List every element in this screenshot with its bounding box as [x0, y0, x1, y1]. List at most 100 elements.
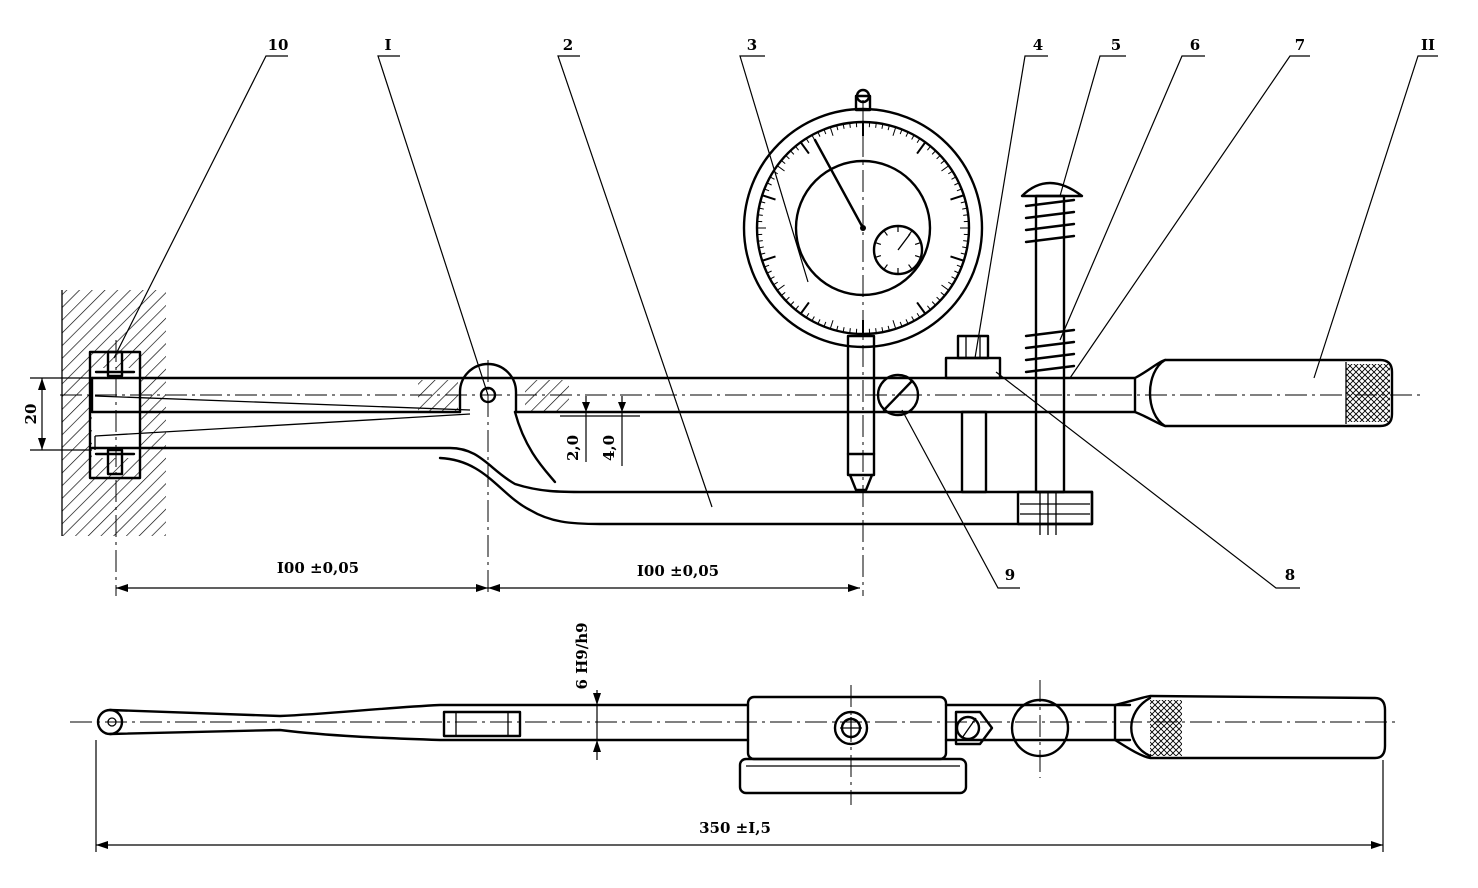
dial-tick	[757, 214, 763, 216]
dial-tick	[875, 328, 877, 334]
measuring-pins	[94, 350, 136, 476]
dial-tick	[911, 316, 915, 322]
dial-tick	[948, 281, 953, 286]
callout-6: 6	[1190, 36, 1200, 54]
dim-100-right-label: I00 ±0,05	[637, 562, 719, 580]
dial-tick	[836, 325, 839, 331]
dial-tick	[892, 127, 897, 136]
dimension-350: 350 ±I,5	[95, 740, 1384, 852]
dial-tick	[899, 321, 903, 327]
dial-tick	[761, 194, 776, 201]
dial-tick	[931, 150, 936, 155]
dial-tick	[766, 270, 772, 274]
handle-II	[1133, 358, 1394, 428]
dial-tick	[781, 291, 786, 296]
dial-tick	[963, 214, 969, 216]
subdial-tick	[908, 264, 913, 270]
top-view: 20 2,0 4,0 I00 ±0,05 I00 ±0,05	[22, 36, 1438, 596]
dial-tick	[960, 201, 966, 204]
subdial-tick	[883, 264, 888, 270]
subdial-tick	[883, 230, 888, 236]
dial-tick	[785, 155, 790, 160]
subdial-tick	[914, 254, 922, 258]
dial-tick	[805, 313, 810, 318]
dial-tick	[911, 134, 915, 140]
dial-tick	[811, 316, 815, 322]
dial-tick	[926, 305, 931, 310]
subdial-tick	[874, 242, 882, 246]
dial-tick	[776, 165, 785, 172]
dimension-20: 20	[22, 377, 92, 451]
dial-tick	[758, 207, 764, 210]
lower-lever-2	[90, 410, 1094, 526]
dial-tick	[795, 146, 800, 151]
callout-2: 2	[563, 36, 573, 54]
dial-tick	[769, 176, 775, 180]
dial-tick	[916, 138, 921, 143]
dial-tick	[963, 240, 969, 242]
dial-tick	[941, 165, 950, 172]
callout-II: II	[1421, 36, 1435, 54]
callout-5: 5	[1111, 36, 1121, 54]
dial-tick	[940, 291, 945, 296]
dial-tick	[776, 284, 785, 291]
dial-tick	[764, 264, 770, 268]
callout-10: 10	[268, 36, 289, 54]
callout-8: 8	[1285, 566, 1295, 584]
subdial-tick	[914, 242, 922, 246]
dial-tick	[936, 155, 941, 160]
dial-tick	[881, 327, 884, 333]
dial-tick	[916, 141, 927, 155]
dial-tick	[931, 301, 936, 306]
dial-tick	[823, 129, 827, 135]
callout-3: 3	[747, 36, 757, 54]
dial-tick	[842, 123, 845, 129]
dial-tick	[790, 150, 795, 155]
dial-tick	[757, 240, 763, 242]
indicator-housing	[738, 695, 968, 795]
dial-tick	[766, 182, 772, 186]
dial-tick	[817, 131, 821, 137]
dim-350-label: 350 ±I,5	[699, 819, 771, 837]
dim-2-0-label: 2,0	[564, 435, 582, 461]
dial-tick	[899, 129, 903, 135]
dial-tick	[842, 327, 845, 333]
dial-tick	[962, 246, 968, 249]
dial-tick	[951, 176, 957, 180]
dial-tick	[881, 123, 884, 129]
dial-tick	[823, 321, 827, 327]
dial-tick	[760, 201, 766, 204]
dial-tick	[769, 276, 775, 280]
callout-9: 9	[1005, 566, 1015, 584]
dial-tick	[758, 246, 764, 249]
dim-4-0-label: 4,0	[600, 435, 618, 461]
dial-tick	[916, 301, 927, 315]
dial-tick	[829, 127, 834, 136]
dial-tick	[760, 252, 766, 255]
dial-tick	[785, 296, 790, 301]
dial-tick	[905, 131, 909, 137]
dial-tick	[892, 320, 897, 329]
dimension-100: I00 ±0,05 I00 ±0,05	[116, 559, 860, 592]
dial-tick	[829, 320, 834, 329]
dial-tick	[764, 188, 770, 192]
dial-tick	[954, 270, 960, 274]
dial-tick	[795, 305, 800, 310]
dial-tick	[805, 138, 810, 143]
dial-tick	[950, 194, 965, 201]
dial-tick	[948, 170, 953, 175]
dial-tick	[936, 296, 941, 301]
dial-tick	[773, 281, 778, 286]
dial-tick	[781, 160, 786, 165]
dial-tick	[951, 276, 957, 280]
rod-section-left	[418, 380, 458, 412]
dimension-gap: 2,0 4,0	[560, 396, 640, 466]
dial-tick	[799, 141, 810, 155]
dial-tick	[940, 160, 945, 165]
rod-section-right	[525, 380, 569, 412]
dim-20-label: 20	[22, 404, 40, 425]
dial-tick	[954, 182, 960, 186]
dial-tick	[956, 264, 962, 268]
rod-plan-right	[944, 698, 1132, 758]
